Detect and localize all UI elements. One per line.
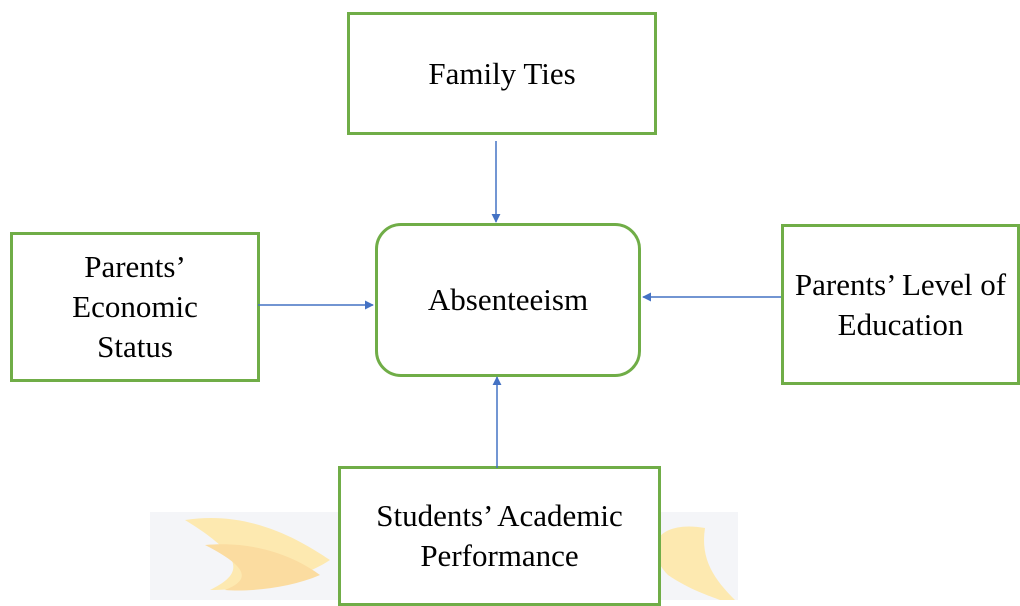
- absenteeism-box: Absenteeism: [375, 223, 641, 377]
- students-academic-performance-box: Students’ Academic Performance: [338, 466, 661, 606]
- parents-level-of-education-label: Parents’ Level of Education: [794, 266, 1007, 342]
- parents-economic-status-box: Parents’ Economic Status: [10, 232, 260, 382]
- students-academic-performance-label: Students’ Academic Performance: [376, 498, 623, 573]
- absenteeism-label: Absenteeism: [427, 282, 589, 317]
- family-ties-box: Family Ties: [347, 12, 657, 135]
- parents-level-of-education-box: Parents’ Level of Education: [781, 224, 1020, 385]
- watermark-wing-right: [655, 526, 735, 600]
- parents-economic-status-label: Parents’ Economic Status: [72, 249, 198, 364]
- watermark-wing-left-inner: [205, 544, 320, 591]
- family-ties-label: Family Ties: [428, 55, 576, 91]
